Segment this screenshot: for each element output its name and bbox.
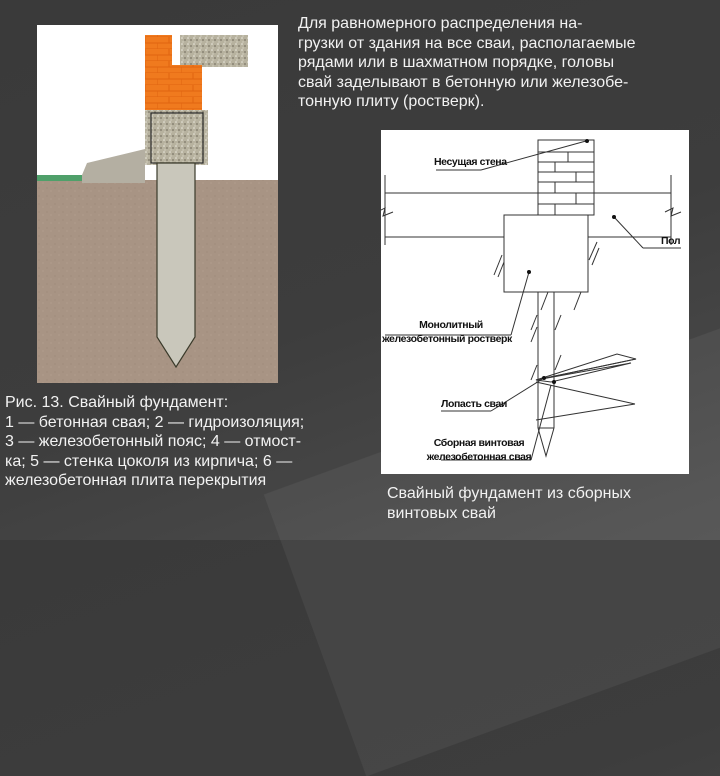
intro-line: Для равномерного распределения на- — [298, 15, 583, 32]
label-pile-line2: железобетонная свая — [426, 451, 532, 463]
pile-foundation-illustration — [37, 25, 278, 383]
label-floor: Пол — [661, 235, 681, 247]
caption-line: винтовых свай — [387, 505, 496, 522]
caption-line: Рис. 13. Свайный фундамент: — [5, 394, 229, 411]
caption-line: 1 — бетонная свая; 2 — гидроизоляция; — [5, 413, 305, 431]
figure-13-caption: Рис. 13. Свайный фундамент: 1 — бетонная… — [5, 393, 370, 491]
screw-pile-caption: Свайный фундамент из сборных винтовых св… — [387, 484, 707, 524]
label-load-bearing-wall: Несущая стена — [434, 156, 507, 168]
intro-line: рядами или в шахматном порядке, головы — [298, 54, 615, 71]
caption-line: железобетонная плита перекрытия — [5, 472, 267, 489]
screw-pile-diagram: Несущая стена Пол Монолитный железобетон… — [381, 130, 689, 474]
intro-line: тонную плиту (ростверк). — [298, 93, 485, 110]
label-pile-blade: Лопасть сваи — [441, 398, 507, 410]
label-grillage-line2: железобетонный ростверк — [382, 333, 512, 345]
label-grillage-line1: Монолитный — [419, 319, 483, 331]
caption-line: ка; 5 — стенка цоколя из кирпича; 6 — — [5, 452, 293, 470]
label-pile-line1: Сборная винтовая — [433, 437, 525, 449]
intro-line: грузки от здания на все сваи, располагае… — [298, 34, 636, 52]
intro-paragraph: Для равномерного распределения на- грузк… — [298, 14, 708, 112]
caption-line: 3 — железобетонный пояс; 4 — отмост- — [5, 433, 302, 450]
intro-line: свай заделывают в бетонную или железобе- — [298, 73, 629, 91]
caption-line: Свайный фундамент из сборных — [387, 485, 632, 502]
